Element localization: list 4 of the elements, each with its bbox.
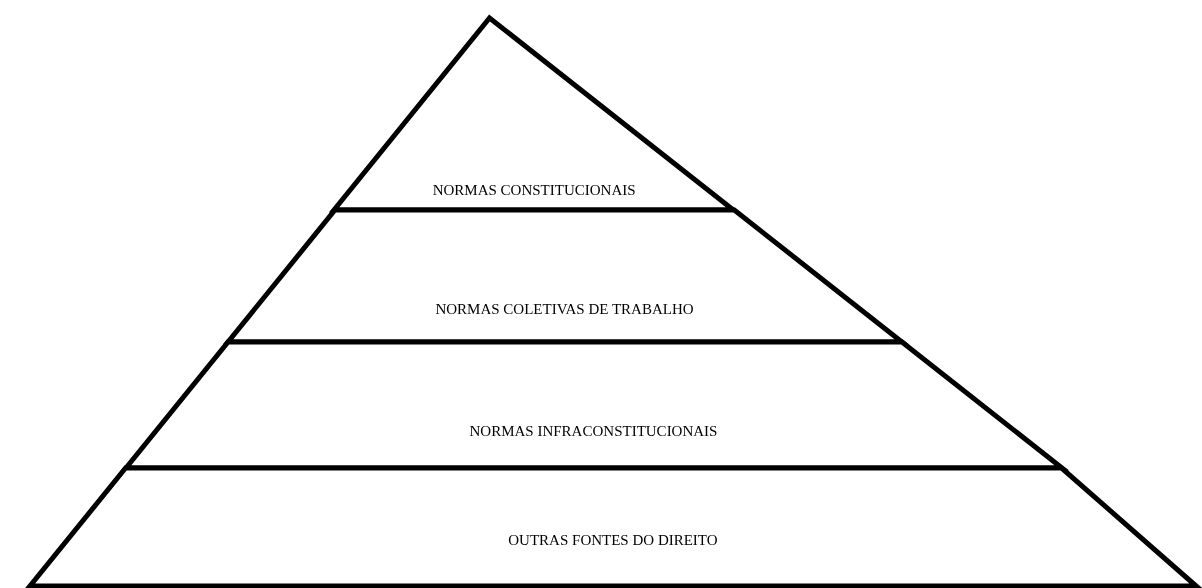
- tier-label: NORMAS CONSTITUCIONAIS: [432, 182, 636, 198]
- tier-label: NORMAS COLETIVAS DE TRABALHO: [435, 301, 694, 317]
- tier-label: OUTRAS FONTES DO DIREITO: [508, 532, 718, 548]
- tier-label: NORMAS INFRACONSTITUCIONAIS: [469, 423, 718, 439]
